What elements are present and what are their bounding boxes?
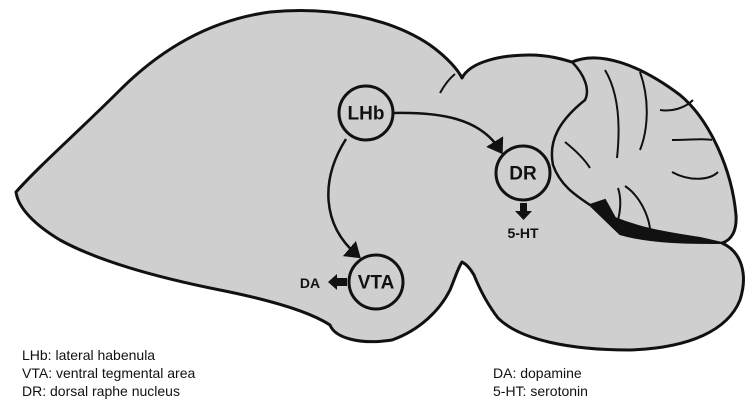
node-lhb: LHb [337,84,395,142]
lhb-to-vta-projection [327,138,361,259]
5ht-arrow-icon [515,203,532,220]
lhb-label: LHb [348,104,385,125]
da-arrow-icon [328,274,347,290]
midbrain-line [439,73,456,94]
legend-item: DA: dopamine [493,365,582,381]
legend-right: DA: dopamine 5-HT: serotonin [493,364,588,400]
node-dr: DR [494,144,552,202]
legend-item: VTA: ventral tegmental area [22,365,196,381]
node-vta: VTA [347,253,405,311]
dr-label: DR [509,164,537,185]
vta-label: VTA [358,273,395,294]
legend-left: LHb: lateral habenula VTA: ventral tegme… [22,346,195,400]
legend-item: LHb: lateral habenula [22,347,156,363]
5ht-output-label: 5-HT [507,225,539,241]
lhb-to-dr-projection [392,111,504,155]
legend-item: DR: dorsal raphe nucleus [22,383,180,399]
brain-outline [14,9,745,352]
legend-item: 5-HT: serotonin [493,383,588,399]
da-output-label: DA [300,275,320,291]
fourth-ventricle [588,198,723,244]
cerebellar-folia [564,69,719,229]
cerebellum-boundary [550,61,591,207]
